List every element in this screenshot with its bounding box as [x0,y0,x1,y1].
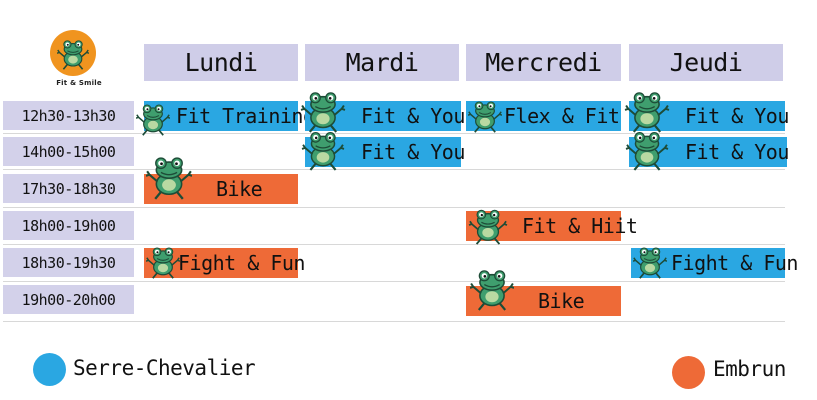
frog-mascot-icon [624,131,670,171]
brand-logo: Fit & Smile [48,30,110,94]
class-name: Fit & You [685,104,789,128]
row-divider [3,133,785,134]
frog-logo-icon [57,39,89,70]
class-block-fight-fun[interactable]: Fight & Fun [631,247,798,279]
frog-mascot-icon [633,247,667,279]
class-name: Fight & Fun [178,251,305,275]
class-name: Bike [216,177,263,201]
class-name: Fit & You [361,140,465,164]
class-block-flex-fit[interactable]: Flex & Fit [466,101,621,133]
day-header-jeudi: Jeudi [629,44,783,81]
day-header-lundi: Lundi [144,44,298,81]
class-block-bike[interactable]: Bike [466,269,621,316]
class-block-fit-you[interactable]: Fit & You [624,131,789,171]
frog-mascot-icon [623,91,671,133]
day-header-mercredi: Mercredi [466,44,621,81]
time-slot-label: 14h00-15h00 [3,137,134,166]
frog-mascot-icon [468,209,508,245]
frog-mascot-icon [299,91,347,133]
row-divider [3,207,785,208]
frog-mascot-icon [146,156,192,201]
class-name: Fight & Fun [671,251,798,275]
frog-mascot-icon [136,104,170,136]
class-block-fit-you[interactable]: Fit & You [623,91,789,133]
class-name: Fit & Hiit [522,214,638,238]
class-block-fit-you[interactable]: Fit & You [299,91,465,133]
row-divider [3,169,785,170]
class-block-fit-you[interactable]: Fit & You [300,131,465,171]
class-name: Flex & Fit [504,104,620,128]
frog-mascot-icon [146,247,180,279]
legend-label-embrun: Embrun [713,357,786,381]
class-block-fit-hiit[interactable]: Fit & Hiit [466,209,638,245]
class-block-bike[interactable]: Bike [144,156,298,204]
legend-dot-embrun [672,356,705,389]
class-name: Fit & You [685,140,789,164]
time-slot-label: 18h00-19h00 [3,211,134,240]
class-block-fight-fun[interactable]: Fight & Fun [144,247,305,279]
row-divider [3,281,785,282]
frog-mascot-icon [468,101,502,133]
logo-text: Fit & Smile [56,79,102,87]
frog-mascot-icon [300,131,346,171]
class-name: Fit Training [176,104,315,128]
time-slot-label: 17h30-18h30 [3,174,134,203]
legend-label-serre-chevalier: Serre-Chevalier [73,356,256,380]
day-header-mardi: Mardi [305,44,459,81]
class-name: Bike [538,289,585,313]
time-slot-label: 19h00-20h00 [3,285,134,314]
row-divider [3,244,785,245]
class-block-fit-training[interactable]: Fit Training [136,101,315,136]
frog-mascot-icon [470,269,514,311]
legend-dot-serre-chevalier [33,353,66,386]
time-slot-label: 18h30-19h30 [3,248,134,277]
row-divider [3,321,785,322]
class-name: Fit & You [361,104,465,128]
time-slot-label: 12h30-13h30 [3,101,134,130]
